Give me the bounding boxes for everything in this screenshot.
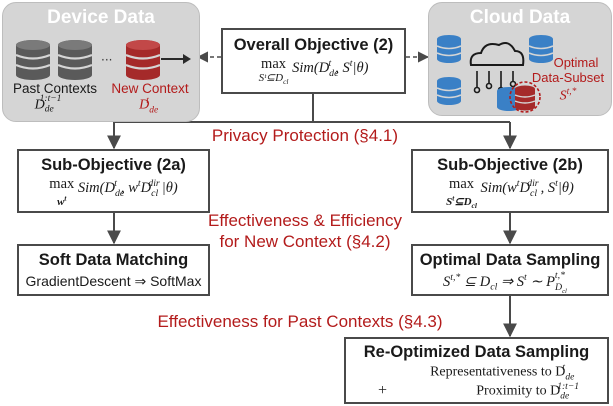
new-context-math: Ddet	[139, 96, 159, 116]
cloud-data-panel: Cloud Data	[428, 2, 612, 116]
new-context-label: New Context	[111, 81, 189, 96]
optimal-data-sampling-box: Optimal Data Sampling St,* ⊆ Dcl ⇒ St ∼ …	[411, 244, 609, 296]
overall-objective-math: max Sᵗ⊆Dcl Sim(Ddet, St|θ)	[258, 56, 369, 87]
past-db-icon-1	[15, 40, 51, 80]
optimal-data-sampling-title: Optimal Data Sampling	[419, 251, 601, 269]
soft-data-matching-line: GradientDescent ⇒ SoftMax	[25, 273, 202, 289]
sub-objective-2b-box: Sub-Objective (2b) max St⊆Dcl Sim(wtDcld…	[411, 149, 609, 213]
section-privacy-protection: Privacy Protection (§4.1)	[211, 126, 399, 145]
sub-objective-2a-box: Sub-Objective (2a) max wt Sim(Ddet, wtDc…	[17, 149, 210, 213]
reoptimized-data-sampling-box: Re-Optimized Data Sampling Representativ…	[344, 337, 609, 404]
reoptimized-line1: Representativeness to Ddet	[430, 363, 575, 383]
sub-objective-2b-math: max St⊆Dcl Sim(wtDcldir, St|θ)	[446, 176, 574, 210]
data-subset-label: Data-Subset	[531, 70, 605, 85]
sub-objective-2a-math: max wt Sim(Ddet, wtDcldir|θ)	[49, 176, 178, 208]
past-db-icon-2	[57, 40, 93, 80]
device-data-panel: Device Data ···	[2, 2, 200, 122]
section-effectiveness-line2: for New Context (§4.2)	[219, 232, 391, 251]
network-lines-icon	[473, 71, 517, 94]
device-data-title: Device Data	[47, 7, 155, 28]
cloud-db-icon-top-right	[528, 35, 554, 63]
past-contexts-math: Dde1:t−1	[34, 94, 62, 115]
past-contexts-label: Past Contexts	[12, 81, 98, 96]
section-effectiveness-new-context: Effectiveness & Efficiency for New Conte…	[190, 210, 420, 252]
soft-data-matching-box: Soft Data Matching GradientDescent ⇒ Sof…	[17, 244, 210, 296]
overall-objective-box: Overall Objective (2) max Sᵗ⊆Dcl Sim(Dde…	[221, 28, 406, 94]
ellipsis-icon: ···	[101, 53, 112, 67]
plus-sign: +	[378, 382, 388, 400]
cloud-db-icon-top-left	[436, 35, 462, 63]
optimal-subset-db-icon	[509, 81, 541, 113]
data-subset-math: St,*	[559, 87, 577, 104]
reoptimized-line2: + Proximity to Dde1:t−1	[378, 382, 579, 402]
reoptimized-data-sampling-title: Re-Optimized Data Sampling	[363, 343, 590, 361]
arrow-right-icon	[183, 54, 191, 64]
soft-data-matching-title: Soft Data Matching	[38, 251, 189, 269]
overall-objective-title: Overall Objective (2)	[233, 36, 394, 54]
sub-objective-2a-title: Sub-Objective (2a)	[41, 156, 186, 174]
cloud-data-title: Cloud Data	[469, 7, 571, 28]
device-db-icons: ···	[15, 40, 191, 80]
optimal-label: Optimal	[553, 55, 599, 70]
cloud-diagram-icons	[436, 35, 554, 113]
cloud-icon	[469, 42, 525, 66]
sub-objective-2b-title: Sub-Objective (2b)	[437, 156, 583, 174]
section-effectiveness-past-contexts: Effectiveness for Past Contexts (§4.3)	[157, 312, 443, 331]
section-effectiveness-line1: Effectiveness & Efficiency	[207, 211, 403, 230]
optimal-data-sampling-math: St,* ⊆ Dcl ⇒ St ∼ PDclt,*	[442, 270, 567, 295]
new-db-icon	[125, 40, 161, 80]
cloud-db-icon-bottom-left	[436, 77, 462, 105]
